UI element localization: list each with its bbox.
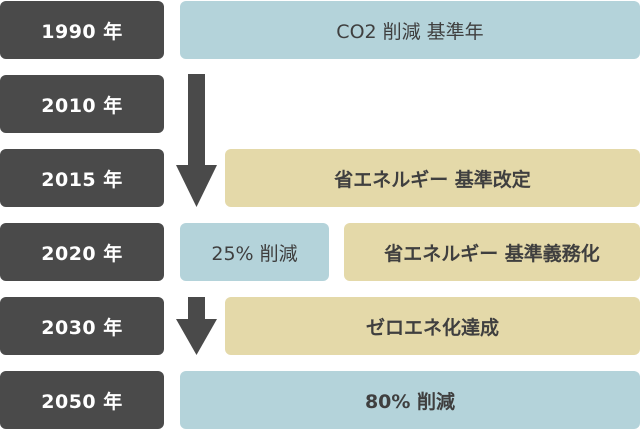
year-2015: 2015 年: [0, 149, 164, 207]
year-2010: 2010 年: [0, 75, 164, 133]
year-1990: 1990 年: [0, 1, 164, 59]
year-2050: 2050 年: [0, 371, 164, 429]
milestone-2020-mandatory-standard: 省エネルギー 基準義務化: [344, 223, 640, 281]
milestone-1990-baseline: CO2 削減 基準年: [180, 1, 640, 59]
down-arrow-icon: [176, 74, 217, 207]
milestone-2020-reduction: 25% 削減: [180, 223, 329, 281]
down-arrow-icon: [176, 297, 217, 355]
year-2030: 2030 年: [0, 297, 164, 355]
year-2020: 2020 年: [0, 223, 164, 281]
milestone-2050-reduction: 80% 削減: [180, 371, 640, 429]
milestone-2015-standard-revision: 省エネルギー 基準改定: [225, 149, 640, 207]
milestone-2030-zero-energy: ゼロエネ化達成: [225, 297, 640, 355]
